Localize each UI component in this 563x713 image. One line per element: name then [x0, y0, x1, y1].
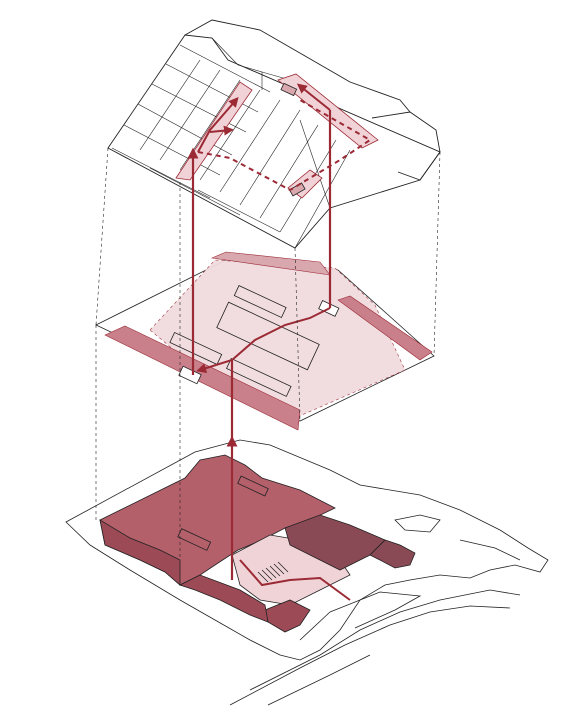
mezzanine-band-top	[210, 251, 331, 276]
mezzanine-layer	[95, 251, 435, 431]
roof-edge-right	[371, 111, 441, 181]
ground-opening-1	[237, 475, 269, 497]
ground-layer	[65, 439, 549, 706]
mezzanine-opening-4	[226, 357, 292, 397]
roof-dashed-path	[197, 99, 372, 192]
roof-layer	[107, 19, 441, 249]
mezzanine-band-left	[104, 325, 301, 431]
road-line-3	[249, 589, 521, 691]
vertical-connectors	[95, 147, 441, 560]
circulation-path-icon	[239, 559, 351, 601]
building-block-front	[264, 599, 311, 633]
building-block-dark-side	[369, 539, 416, 569]
site-outline	[65, 439, 549, 661]
mezzanine-opening-1	[233, 285, 287, 319]
road-line-1	[329, 591, 422, 629]
roof-skylight-2	[288, 182, 306, 197]
stair	[257, 561, 289, 583]
road-line-4	[229, 605, 511, 706]
road-line-7	[459, 539, 521, 561]
road-line-6	[394, 514, 441, 533]
roof-outline	[107, 34, 441, 249]
vertical-circulation	[187, 110, 332, 580]
arrow-head-icon	[197, 96, 239, 153]
roof-skylight-1	[280, 82, 298, 97]
roof-top-ridge	[184, 19, 411, 113]
circulation-path-icon	[196, 307, 331, 373]
mezzanine-opening-2	[216, 301, 320, 371]
road-line-5	[267, 654, 371, 706]
mezzanine-band-right	[337, 295, 433, 361]
road-line-2	[299, 611, 331, 641]
building-block-lower	[178, 574, 269, 623]
arrow-head-icon	[209, 125, 234, 136]
arrow-head-icon	[296, 83, 331, 111]
